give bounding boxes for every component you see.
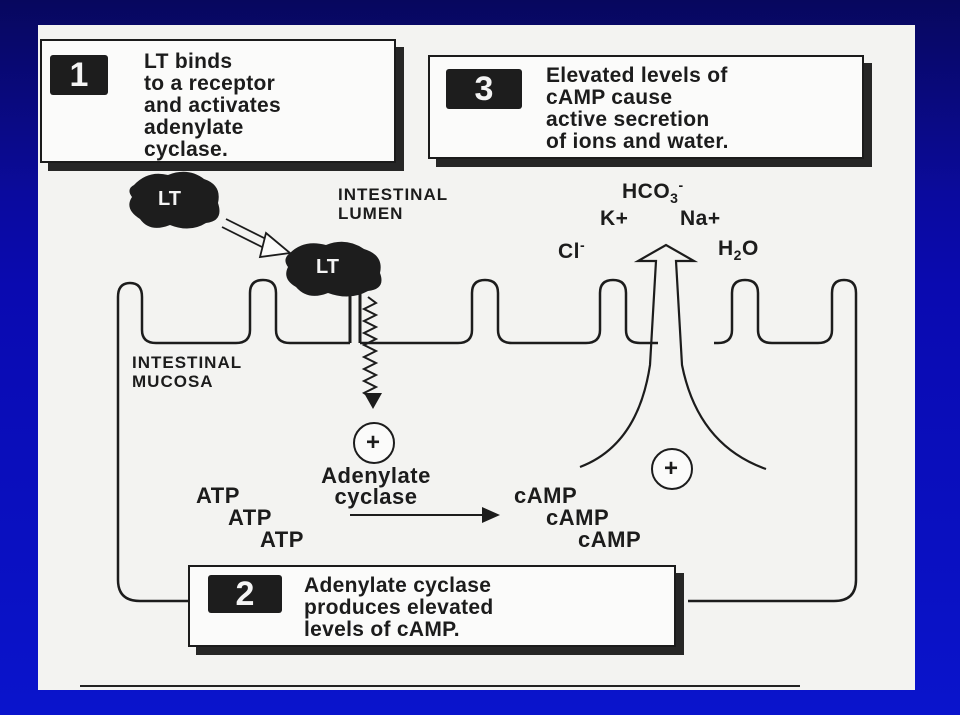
camp-3: cAMP [578, 527, 642, 552]
step-2-number: 2 [208, 575, 282, 613]
intestinal-lumen-label: INTESTINAL LUMEN [338, 185, 449, 223]
toxin-free-label: LT [158, 188, 181, 210]
ion-water: H2O [718, 237, 759, 264]
atp-1: ATP [196, 483, 240, 508]
diagram-graphics [116, 171, 858, 603]
toxin-bound-shape [285, 241, 382, 297]
toxin-free-shape [129, 171, 220, 229]
step-3-text: Elevated levels of cAMP cause active sec… [546, 64, 729, 153]
atp-3: ATP [260, 527, 304, 552]
ion-chloride: Cl- [558, 237, 586, 263]
camp-2: cAMP [546, 505, 610, 530]
signal-arrowhead [364, 393, 382, 409]
toxin-bound-label: LT [316, 256, 339, 278]
secretion-plus-sign: + [664, 455, 679, 482]
camp-1: cAMP [514, 483, 578, 508]
step-1-number: 1 [50, 55, 108, 95]
step-1-box: 1 LT binds to a receptor and activates a… [40, 39, 396, 163]
step-2-box: 2 Adenylate cyclase produces elevated le… [188, 565, 676, 647]
step-2-text: Adenylate cyclase produces elevated leve… [304, 574, 494, 641]
step-1-text: LT binds to a receptor and activates ade… [144, 50, 281, 161]
binding-arrow [221, 218, 293, 259]
cell-membrane [116, 278, 858, 603]
slide-footer-rule [80, 685, 800, 687]
conversion-arrowhead [482, 507, 500, 523]
secretion-arrow [579, 243, 767, 471]
enzyme-plus-circle [353, 422, 395, 464]
step-3-number: 3 [446, 69, 522, 109]
enzyme-label: Adenylate cyclase [321, 463, 431, 509]
atp-2: ATP [228, 505, 272, 530]
enzyme-plus-sign: + [366, 429, 381, 456]
signal-zigzag [361, 296, 379, 400]
ion-bicarbonate: HCO3- [622, 177, 684, 207]
intestinal-mucosa-label: INTESTINAL MUCOSA [132, 353, 243, 391]
diagram-figure: 1 LT binds to a receptor and activates a… [38, 25, 915, 690]
ion-potassium: K+ [600, 207, 629, 230]
secretion-plus-circle [651, 448, 693, 490]
ion-sodium: Na+ [680, 207, 721, 230]
step-3-box: 3 Elevated levels of cAMP cause active s… [428, 55, 864, 159]
